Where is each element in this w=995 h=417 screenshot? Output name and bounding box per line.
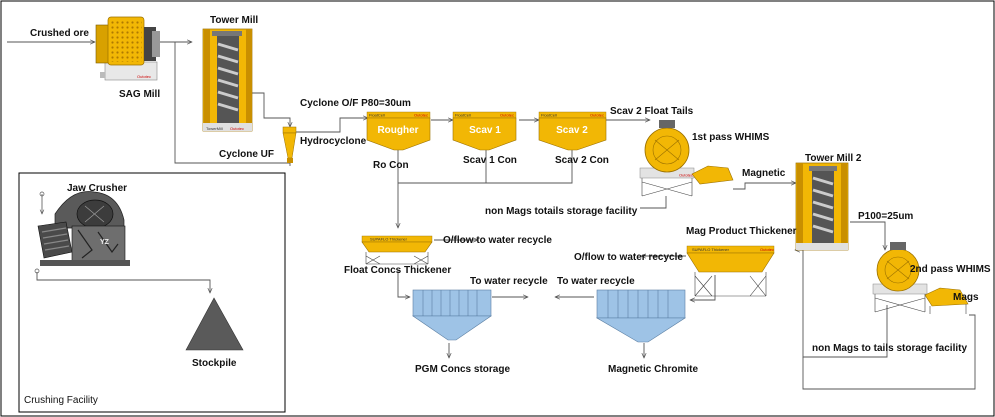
- label-hydrocyclone: Hydrocyclone: [300, 136, 367, 147]
- line-non-mags-1: [640, 196, 667, 209]
- label-non-mags-totails: non Mags totails storage facility: [485, 206, 638, 217]
- svg-text:Outotec: Outotec: [679, 173, 693, 178]
- label-to-water-1: To water recycle: [470, 276, 548, 287]
- float-concs-thickener-icon: SUPAFLO Thickener: [361, 235, 433, 265]
- mag-product-thickener-icon: SUPAFLO Thickener Outotec: [686, 245, 775, 297]
- label-scav2: Scav 2: [556, 125, 588, 136]
- svg-text:Outotec: Outotec: [230, 126, 244, 131]
- line-jaw-to-stockpile: [36, 272, 210, 293]
- label-cyclone-uf: Cyclone UF: [219, 149, 274, 160]
- jaw-crusher-icon: YZ: [37, 191, 130, 266]
- rougher-cell-icon: FloatCell Outotec: [366, 111, 431, 151]
- label-whims1: 1st pass WHIMS: [692, 132, 770, 143]
- label-tower-mill: Tower Mill: [210, 15, 258, 26]
- arrow-tm2-to-whims2: [850, 221, 885, 250]
- label-scav1: Scav 1: [469, 125, 501, 136]
- svg-text:TowerMill: TowerMill: [206, 126, 223, 131]
- label-scav2-con: Scav 2 Con: [555, 155, 609, 166]
- whims-1-icon: Outotec: [639, 120, 734, 197]
- scav2-cell-icon: FloatCell Outotec: [538, 111, 607, 151]
- line-tower-to-cyclone: [252, 92, 290, 127]
- svg-text:FloatCell: FloatCell: [455, 113, 471, 118]
- tower-mill-2-icon: [795, 162, 849, 251]
- svg-text:SUPAFLO Thickener: SUPAFLO Thickener: [370, 237, 408, 242]
- label-p100: P100=25um: [858, 211, 913, 222]
- label-pgm-concs-storage: PGM Concs storage: [415, 364, 510, 375]
- label-magnetic-chromite: Magnetic Chromite: [608, 364, 698, 375]
- label-float-concs-thickener: Float Concs Thickener: [344, 265, 451, 276]
- sag-mill-icon: Outotec: [95, 16, 160, 81]
- label-whims2: 2nd pass WHIMS: [910, 264, 991, 275]
- svg-text:FloatCell: FloatCell: [369, 113, 385, 118]
- scav1-cell-icon: FloatCell Outotec: [452, 111, 517, 151]
- svg-text:FloatCell: FloatCell: [541, 113, 557, 118]
- label-crushing-facility: Crushing Facility: [24, 395, 98, 406]
- label-cyclone-of: Cyclone O/F P80=30um: [300, 98, 411, 109]
- svg-text:Outotec: Outotec: [137, 74, 151, 79]
- arrow-magnetic: [733, 183, 796, 190]
- label-sag-mill: SAG Mill: [119, 89, 160, 100]
- label-of-water-2: O/flow to water recycle: [574, 252, 683, 263]
- label-tower-mill-2: Tower Mill 2: [805, 153, 862, 164]
- label-scav2-float-tails: Scav 2 Float Tails: [610, 106, 694, 117]
- label-stockpile: Stockpile: [192, 358, 237, 369]
- tower-mill-icon: Outotec TowerMill: [202, 28, 253, 132]
- label-rougher: Rougher: [377, 125, 418, 136]
- line-cyclone-uf-return: [174, 42, 291, 166]
- stockpile-icon: [185, 297, 244, 351]
- label-crushed-ore: Crushed ore: [30, 28, 89, 39]
- chromite-clarifier-icon: [595, 289, 687, 343]
- line-mags-loop: [802, 314, 976, 390]
- svg-text:Outotec: Outotec: [760, 247, 774, 252]
- line-float-thk-to-pgm: [397, 270, 410, 297]
- label-mag-product-thickener: Mag Product Thickener: [686, 226, 797, 237]
- svg-text:Outotec: Outotec: [590, 113, 604, 118]
- line-scav2-con: [486, 150, 573, 184]
- line-mag-thk-to-chromite: [690, 275, 716, 300]
- label-ro-con: Ro Con: [373, 160, 409, 171]
- whims-2-icon: [872, 242, 969, 314]
- flow-lines: [7, 42, 976, 390]
- svg-text:SUPAFLO Thickener: SUPAFLO Thickener: [692, 247, 730, 252]
- label-jaw-crusher: Jaw Crusher: [67, 183, 127, 194]
- line-cyclone-to-rougher: [296, 118, 368, 133]
- label-non-mags-tails: non Mags to tails storage facility: [812, 343, 967, 354]
- label-mags: Mags: [953, 292, 979, 303]
- pgm-clarifier-icon: [412, 289, 492, 341]
- label-magnetic: Magnetic: [742, 168, 786, 179]
- label-to-water-2: To water recycle: [557, 276, 635, 287]
- svg-text:YZ: YZ: [100, 239, 110, 246]
- label-of-water-1: O/flow to water recycle: [443, 235, 552, 246]
- hydrocyclone-icon: [282, 126, 297, 163]
- label-scav1-con: Scav 1 Con: [463, 155, 517, 166]
- line-non-mags-2: [795, 250, 888, 358]
- crushing-facility-box: [18, 172, 286, 413]
- svg-text:Outotec: Outotec: [500, 113, 514, 118]
- svg-text:Outotec: Outotec: [414, 113, 428, 118]
